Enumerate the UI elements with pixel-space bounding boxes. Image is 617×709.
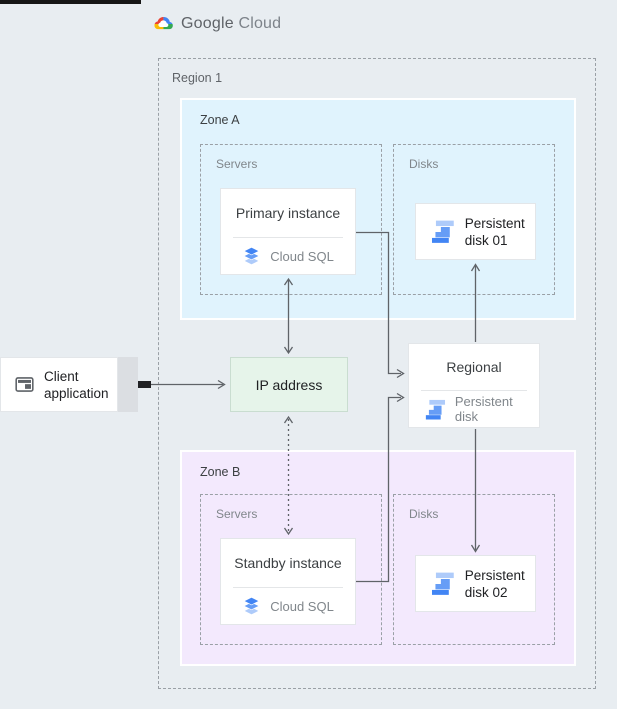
zone-b-label: Zone B — [200, 465, 241, 479]
client-card-tab — [118, 357, 138, 412]
persistent-disk-icon — [431, 220, 454, 243]
brand-cloud: Cloud — [238, 15, 282, 32]
application-window-icon — [15, 377, 34, 392]
google-cloud-logo: Google Cloud — [152, 15, 281, 33]
zone-a-disks-label: Disks — [409, 157, 439, 171]
region-container: Region 1 — [158, 58, 596, 689]
primary-product-label: Cloud SQL — [270, 248, 334, 264]
card-divider — [421, 390, 527, 391]
zone-a-label: Zone A — [200, 113, 240, 127]
regional-disk-card: Regional Persistent disk — [408, 343, 540, 428]
cloud-sql-icon — [243, 246, 260, 266]
primary-instance-title: Primary instance — [235, 205, 341, 221]
standby-instance-card: Standby instance Cloud SQL — [220, 538, 356, 625]
cloud-sql-icon — [243, 596, 260, 616]
ip-address-label: IP address — [255, 376, 323, 393]
client-application-label: Client application — [44, 368, 109, 401]
region-label: Region 1 — [172, 71, 223, 85]
zone-a-servers-group: Servers — [200, 144, 382, 295]
zone-a-disks-group: Disks — [393, 144, 555, 295]
card-divider — [233, 587, 343, 588]
top-accent-bar — [0, 0, 141, 4]
regional-subtitle: Persistent disk — [454, 394, 513, 424]
ip-address-box: IP address — [230, 357, 348, 412]
card-divider — [233, 237, 343, 238]
persistent-disk-01-card: Persistent disk 01 — [415, 203, 536, 260]
client-application-card: Client application — [0, 357, 118, 412]
persistent-disk-icon — [431, 572, 454, 595]
logo-wordmark: Google Cloud — [181, 15, 281, 33]
standby-instance-title: Standby instance — [234, 555, 342, 571]
persistent-disk-01-label: Persistent disk 01 — [464, 215, 525, 248]
regional-title: Regional — [446, 359, 502, 375]
brand-google: Google — [181, 15, 234, 32]
persistent-disk-02-card: Persistent disk 02 — [415, 555, 536, 612]
google-cloud-icon — [154, 16, 173, 30]
persistent-disk-icon — [425, 399, 446, 420]
persistent-disk-02-label: Persistent disk 02 — [464, 567, 525, 600]
zone-a-servers-label: Servers — [216, 157, 258, 171]
standby-product-label: Cloud SQL — [270, 598, 334, 614]
zone-b-servers-label: Servers — [216, 507, 258, 521]
zone-b-disks-label: Disks — [409, 507, 439, 521]
primary-instance-card: Primary instance Cloud SQL — [220, 188, 356, 275]
